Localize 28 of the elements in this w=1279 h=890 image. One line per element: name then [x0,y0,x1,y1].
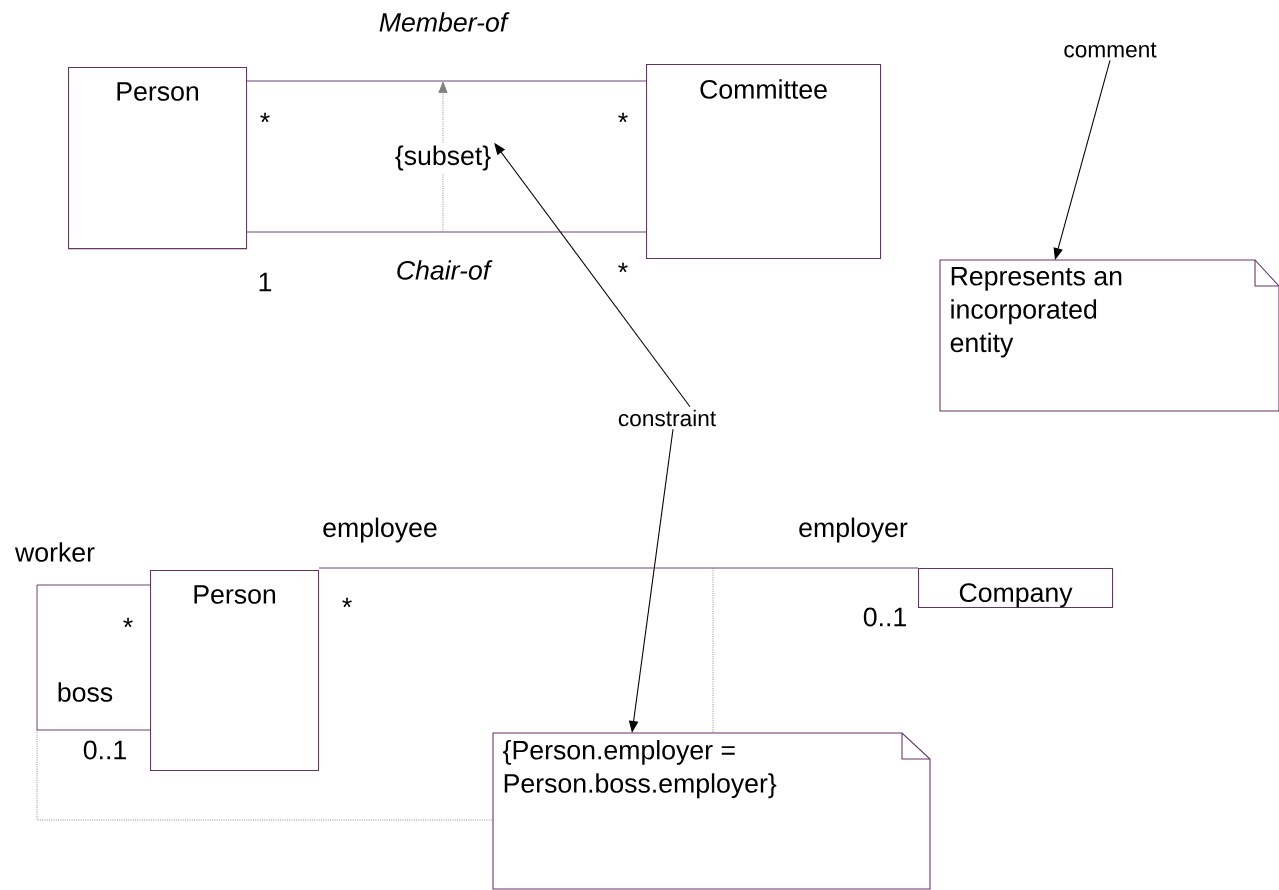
arrow [1053,59,1111,260]
role-name: employee [323,517,437,543]
association-name: Member-of [377,10,510,34]
constraint-label: {subset} [395,145,491,171]
note-box: Represents an incorporated entity [939,259,1279,412]
multiplicity: 0..1 [863,607,906,627]
multiplicity: 0..1 [83,740,126,760]
annotation-text: comment [1064,42,1157,58]
role-name: boss [58,682,113,702]
role-name: employer [799,517,908,543]
association-line [246,80,647,82]
class-box: Person [150,570,320,772]
association-line [246,231,647,233]
class-box: Committee [646,64,882,260]
multiplicity: 1 [259,272,272,292]
arrow [438,81,448,144]
multiplicity: * [618,262,628,273]
association-name: Chair-of [394,258,493,282]
connector-line [712,567,714,734]
class-box: Company [918,568,1114,608]
connector-line [36,729,494,821]
class-box: Person [68,67,248,250]
role-name: worker [14,542,95,562]
annotation-text: constraint [618,409,716,427]
association-line [318,567,919,569]
note-box: {Person.employer = Person.boss.employer} [492,732,931,890]
connector-line [442,172,444,233]
association-line [36,584,151,731]
